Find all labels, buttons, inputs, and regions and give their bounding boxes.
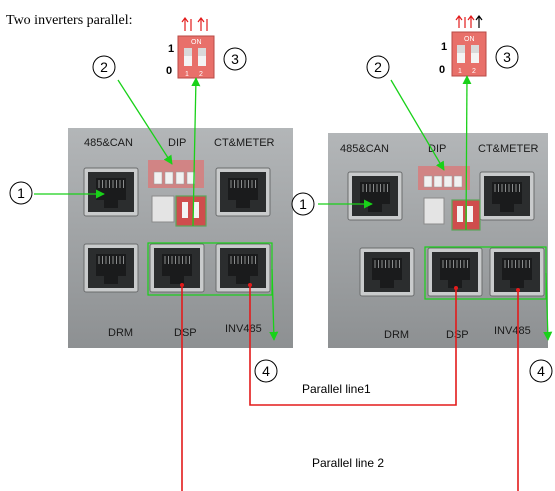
port-485-can <box>83 167 139 217</box>
port-drm <box>359 247 415 297</box>
label-dsp: DSP <box>174 327 197 339</box>
arrow-up-icon <box>181 17 189 31</box>
port-ct-meter <box>479 171 535 221</box>
inverter-panel-right: 485&CAN DIP CT&METER DRM DSP INV485 <box>328 133 548 348</box>
svg-text:2: 2 <box>472 68 476 75</box>
arrow-up-icon <box>197 17 205 31</box>
dip-switch-left <box>175 195 207 227</box>
svg-text:1: 1 <box>185 71 189 78</box>
svg-text:2: 2 <box>199 71 203 78</box>
parallel-line-1 <box>249 285 457 406</box>
port-dsp <box>149 243 205 293</box>
port-485-can <box>347 171 403 221</box>
parallel-lines <box>181 285 519 491</box>
port-drm <box>83 243 139 293</box>
svg-text:ON: ON <box>464 36 475 43</box>
svg-text:0: 0 <box>166 65 172 77</box>
label-dip: DIP <box>428 143 446 155</box>
svg-text:ON: ON <box>191 39 202 46</box>
label-drm: DRM <box>384 329 409 341</box>
callout-2: 2 <box>374 59 382 75</box>
label-485-can: 485&CAN <box>84 137 133 149</box>
callout-4: 4 <box>262 363 270 379</box>
callout-arrows <box>34 75 553 341</box>
callout-4: 4 <box>537 363 545 379</box>
label-parallel-line-2: Parallel line 2 <box>312 456 384 470</box>
callout-3: 3 <box>231 51 239 67</box>
label-485-can: 485&CAN <box>340 143 389 155</box>
port-inv485 <box>215 243 271 293</box>
label-drm: DRM <box>108 327 133 339</box>
dip-zoom-right: ON 1 2 1 0 <box>439 15 487 77</box>
port-ct-meter <box>215 167 271 217</box>
label-dsp: DSP <box>446 329 469 341</box>
label-parallel-line-1: Parallel line1 <box>302 382 371 396</box>
arrow-up-icon <box>467 15 475 28</box>
label-inv485: INV485 <box>225 323 262 335</box>
arrow-up-icon <box>455 15 463 28</box>
diagram-title: Two inverters parallel: <box>6 13 133 28</box>
callout-1: 1 <box>299 196 307 212</box>
dip-zoom-left: ON 1 2 1 0 <box>166 17 215 79</box>
svg-text:1: 1 <box>168 43 174 55</box>
label-dip: DIP <box>168 137 186 149</box>
svg-text:1: 1 <box>441 41 447 53</box>
inverter-panel-left: 485&CAN DIP CT&METER DRM DSP INV485 <box>68 128 293 348</box>
label-ct-meter: CT&METER <box>214 137 275 149</box>
svg-text:0: 0 <box>439 64 445 76</box>
svg-text:1: 1 <box>458 68 462 75</box>
callout-2: 2 <box>100 59 108 75</box>
label-inv485: INV485 <box>494 325 531 337</box>
callout-1: 1 <box>17 185 25 201</box>
label-ct-meter: CT&METER <box>478 143 539 155</box>
callout-3: 3 <box>503 49 511 65</box>
